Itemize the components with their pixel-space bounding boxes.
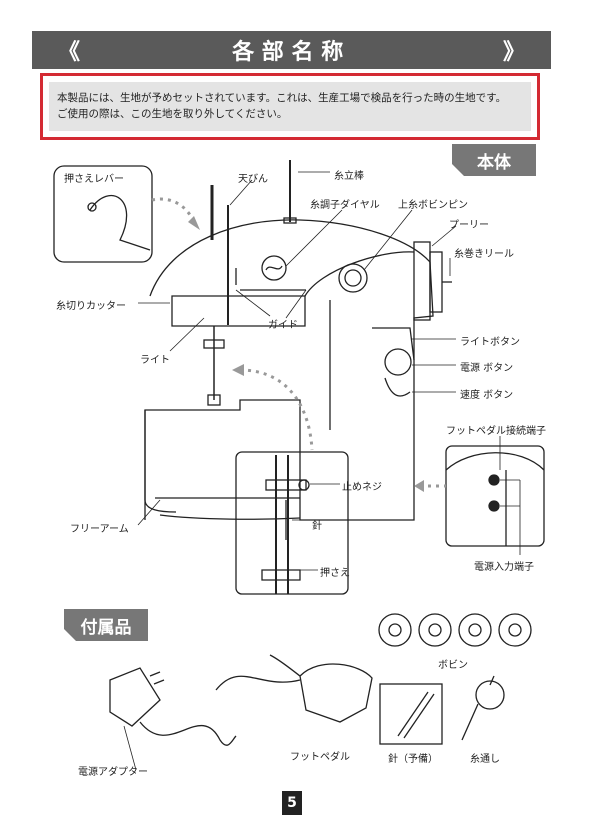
label-light: ライト bbox=[140, 355, 170, 366]
label-power-adapter: 電源アダプター bbox=[78, 767, 148, 778]
label-power-input-jack: 電源入力端子 bbox=[474, 562, 534, 573]
section-title-bar: 《 各部名称 》 bbox=[32, 31, 551, 69]
section-title: 各部名称 bbox=[232, 40, 351, 65]
label-winder-reel: 糸巻きリール bbox=[454, 249, 514, 260]
notice-box: 本製品には、生地が予めセットされています。これは、生産工場で検品を行った時の生地… bbox=[40, 73, 540, 140]
label-speed-button: 速度 ボタン bbox=[460, 390, 514, 401]
label-light-button: ライトボタン bbox=[460, 337, 520, 348]
label-needle-spare: 針（予備） bbox=[388, 754, 438, 765]
bracket-right: 》 bbox=[502, 40, 525, 65]
label-presser-lever: 押さえレバー bbox=[64, 174, 124, 185]
notice-line-2: ご使用の際は、この生地を取り外してください。 bbox=[57, 108, 288, 120]
label-tension-arm: 天びん bbox=[238, 174, 268, 185]
label-needle: 針 bbox=[312, 521, 322, 532]
label-thread-cutter: 糸切りカッター bbox=[56, 301, 126, 312]
label-upper-bobbin-pin: 上糸ボビンピン bbox=[398, 200, 468, 211]
label-stop-screw: 止めネジ bbox=[342, 482, 382, 493]
label-foot-pedal-jack: フットペダル接続端子 bbox=[446, 426, 546, 437]
accessories-tab: 付属品 bbox=[64, 609, 148, 641]
bracket-left: 《 bbox=[58, 40, 81, 65]
label-tension-dial: 糸調子ダイヤル bbox=[310, 200, 380, 211]
label-power-button: 電源 ボタン bbox=[460, 363, 514, 374]
label-threader: 糸通し bbox=[470, 754, 500, 765]
label-guide: ガイド bbox=[268, 320, 298, 331]
label-pulley: プーリー bbox=[449, 220, 489, 231]
main-body-tab: 本体 bbox=[452, 144, 536, 176]
label-foot-pedal: フットペダル bbox=[290, 752, 350, 763]
page-number: 5 bbox=[282, 791, 302, 815]
notice-line-1: 本製品には、生地が予めセットされています。これは、生産工場で検品を行った時の生地… bbox=[57, 92, 507, 104]
label-free-arm: フリーアーム bbox=[70, 524, 129, 535]
label-spool-pin: 糸立棒 bbox=[334, 171, 364, 182]
label-presser-foot: 押さえ bbox=[320, 568, 350, 579]
label-bobbin: ボビン bbox=[438, 660, 468, 671]
